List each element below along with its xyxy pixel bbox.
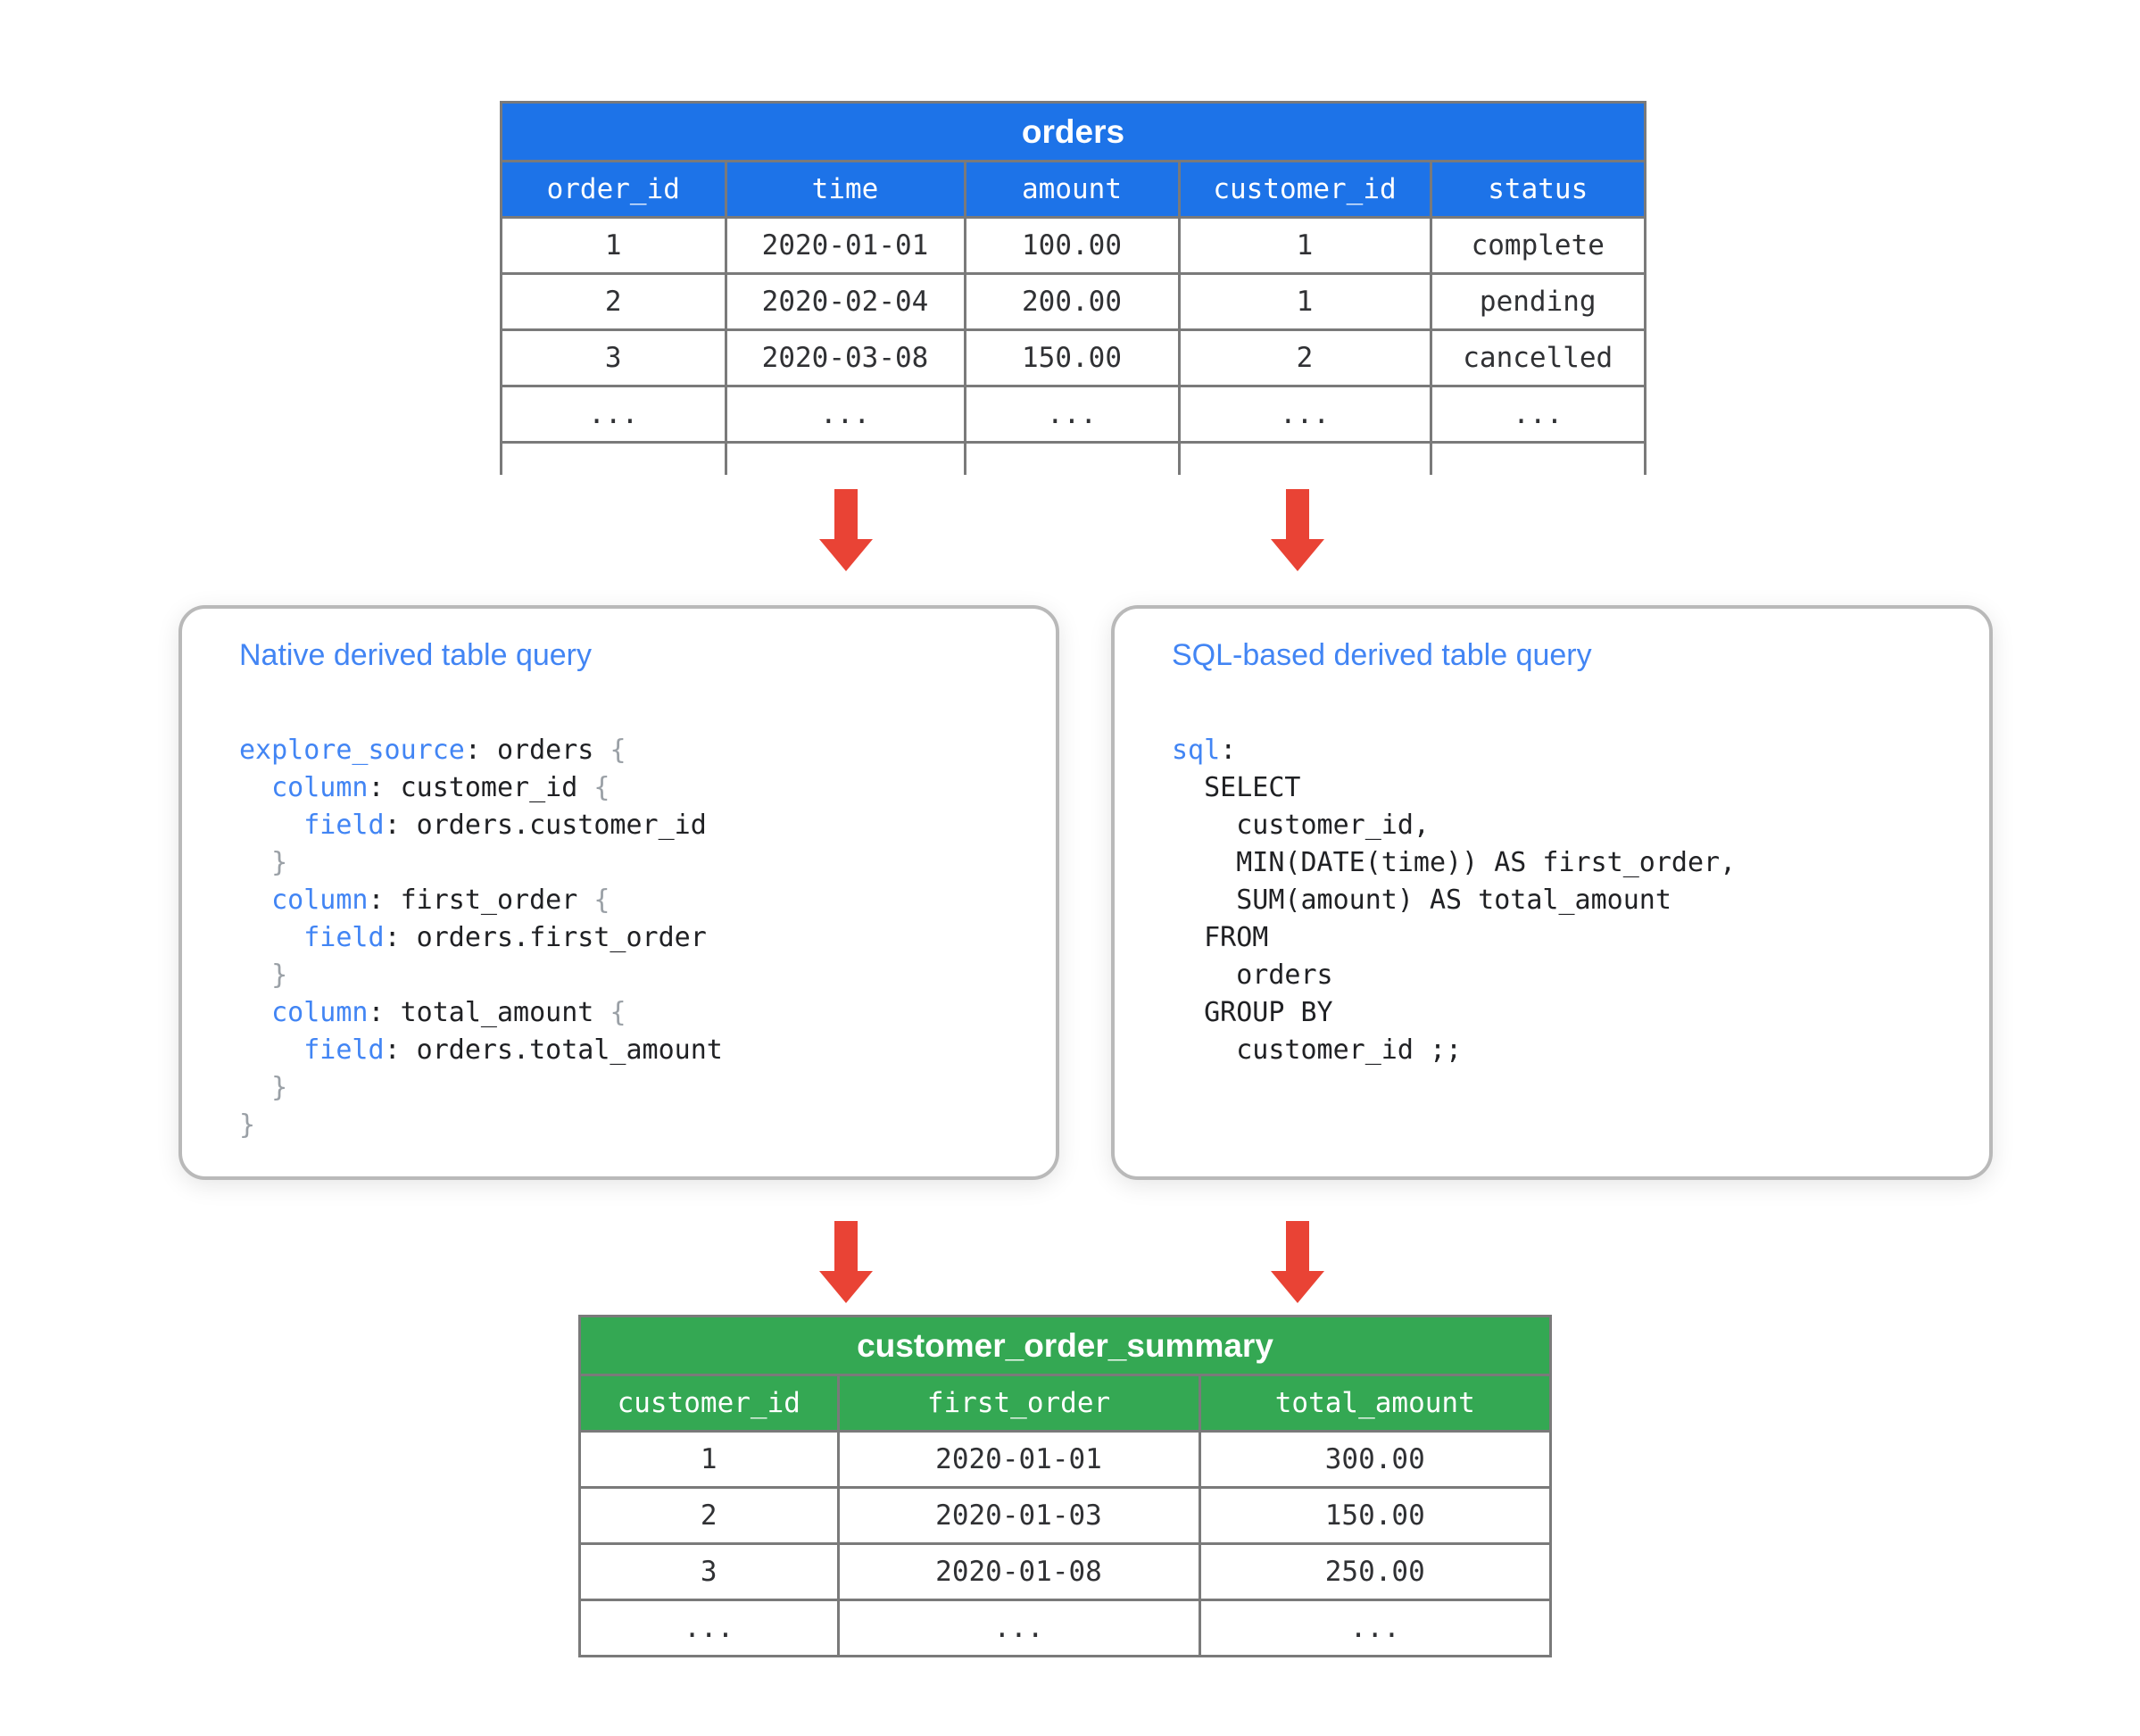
- sql-derived-table-query-box: SQL-based derived table query sql: SELEC…: [1111, 605, 1993, 1180]
- table-cell: 2: [502, 272, 726, 330]
- arrow-head: [1271, 539, 1324, 571]
- column-header: customer_id: [581, 1376, 838, 1432]
- native-query-title: Native derived table query: [239, 638, 593, 672]
- column-header: order_id: [502, 162, 726, 218]
- table-cell: [502, 441, 726, 475]
- column-header: customer_id: [1177, 162, 1431, 218]
- table-cell: 1: [1177, 216, 1431, 274]
- table-cell: 300.00: [1198, 1430, 1549, 1488]
- summary-table-title: customer_order_summary: [581, 1317, 1549, 1376]
- arrow-shaft: [834, 489, 858, 540]
- sql-query-title: SQL-based derived table query: [1172, 638, 1592, 672]
- down-arrow-sql-to-summary: [1271, 1221, 1324, 1303]
- down-arrow-native-to-summary: [819, 1221, 873, 1303]
- table-cell: 150.00: [1198, 1486, 1549, 1544]
- table-cell: ...: [1429, 385, 1644, 443]
- table-cell: 1: [581, 1430, 838, 1488]
- sql-query-code: sql: SELECT customer_id, MIN(DATE(time))…: [1172, 735, 1737, 1066]
- partial-cutoff-row: [502, 441, 1644, 475]
- table-cell: 100.00: [963, 216, 1179, 274]
- arrow-head: [819, 1271, 873, 1303]
- table-cell: 250.00: [1198, 1542, 1549, 1600]
- table-cell: pending: [1429, 272, 1644, 330]
- table-cell: 2: [581, 1486, 838, 1544]
- table-cell: 2020-02-04: [724, 272, 965, 330]
- arrow-shaft: [1286, 489, 1309, 540]
- table-cell: ...: [581, 1599, 838, 1655]
- table-cell: 2: [1177, 328, 1431, 386]
- table-cell: ...: [963, 385, 1179, 443]
- table-cell: 2020-01-01: [836, 1430, 1199, 1488]
- table-cell: ...: [836, 1599, 1199, 1655]
- table-cell: ...: [724, 385, 965, 443]
- table-cell: 2020-01-08: [836, 1542, 1199, 1600]
- column-header: total_amount: [1198, 1376, 1549, 1432]
- table-cell: [724, 441, 965, 475]
- column-header: first_order: [836, 1376, 1199, 1432]
- arrow-shaft: [834, 1221, 858, 1272]
- down-arrow-orders-to-sql: [1271, 489, 1324, 571]
- column-header: time: [724, 162, 965, 218]
- column-header: status: [1429, 162, 1644, 218]
- table-cell: 2020-01-03: [836, 1486, 1199, 1544]
- table-cell: 2020-03-08: [724, 328, 965, 386]
- table-cell: ...: [1177, 385, 1431, 443]
- table-row: ...............: [502, 385, 1644, 443]
- down-arrow-orders-to-native: [819, 489, 873, 571]
- native-derived-table-query-box: Native derived table query explore_sourc…: [178, 605, 1059, 1180]
- table-cell: 3: [581, 1542, 838, 1600]
- arrow-head: [819, 539, 873, 571]
- column-header: amount: [963, 162, 1179, 218]
- table-row: .........: [581, 1599, 1549, 1655]
- native-query-code: explore_source: orders { column: custome…: [239, 735, 723, 1141]
- table-cell: 1: [1177, 272, 1431, 330]
- table-cell: 150.00: [963, 328, 1179, 386]
- table-cell: [963, 441, 1179, 475]
- table-cell: cancelled: [1429, 328, 1644, 386]
- arrow-shaft: [1286, 1221, 1309, 1272]
- table-cell: 2020-01-01: [724, 216, 965, 274]
- table-cell: ...: [502, 385, 726, 443]
- table-cell: complete: [1429, 216, 1644, 274]
- arrow-head: [1271, 1271, 1324, 1303]
- table-cell: [1429, 441, 1644, 475]
- table-cell: ...: [1198, 1599, 1549, 1655]
- orders-table-title: orders: [502, 104, 1644, 162]
- table-cell: 1: [502, 216, 726, 274]
- table-cell: 3: [502, 328, 726, 386]
- table-cell: [1177, 441, 1431, 475]
- table-cell: 200.00: [963, 272, 1179, 330]
